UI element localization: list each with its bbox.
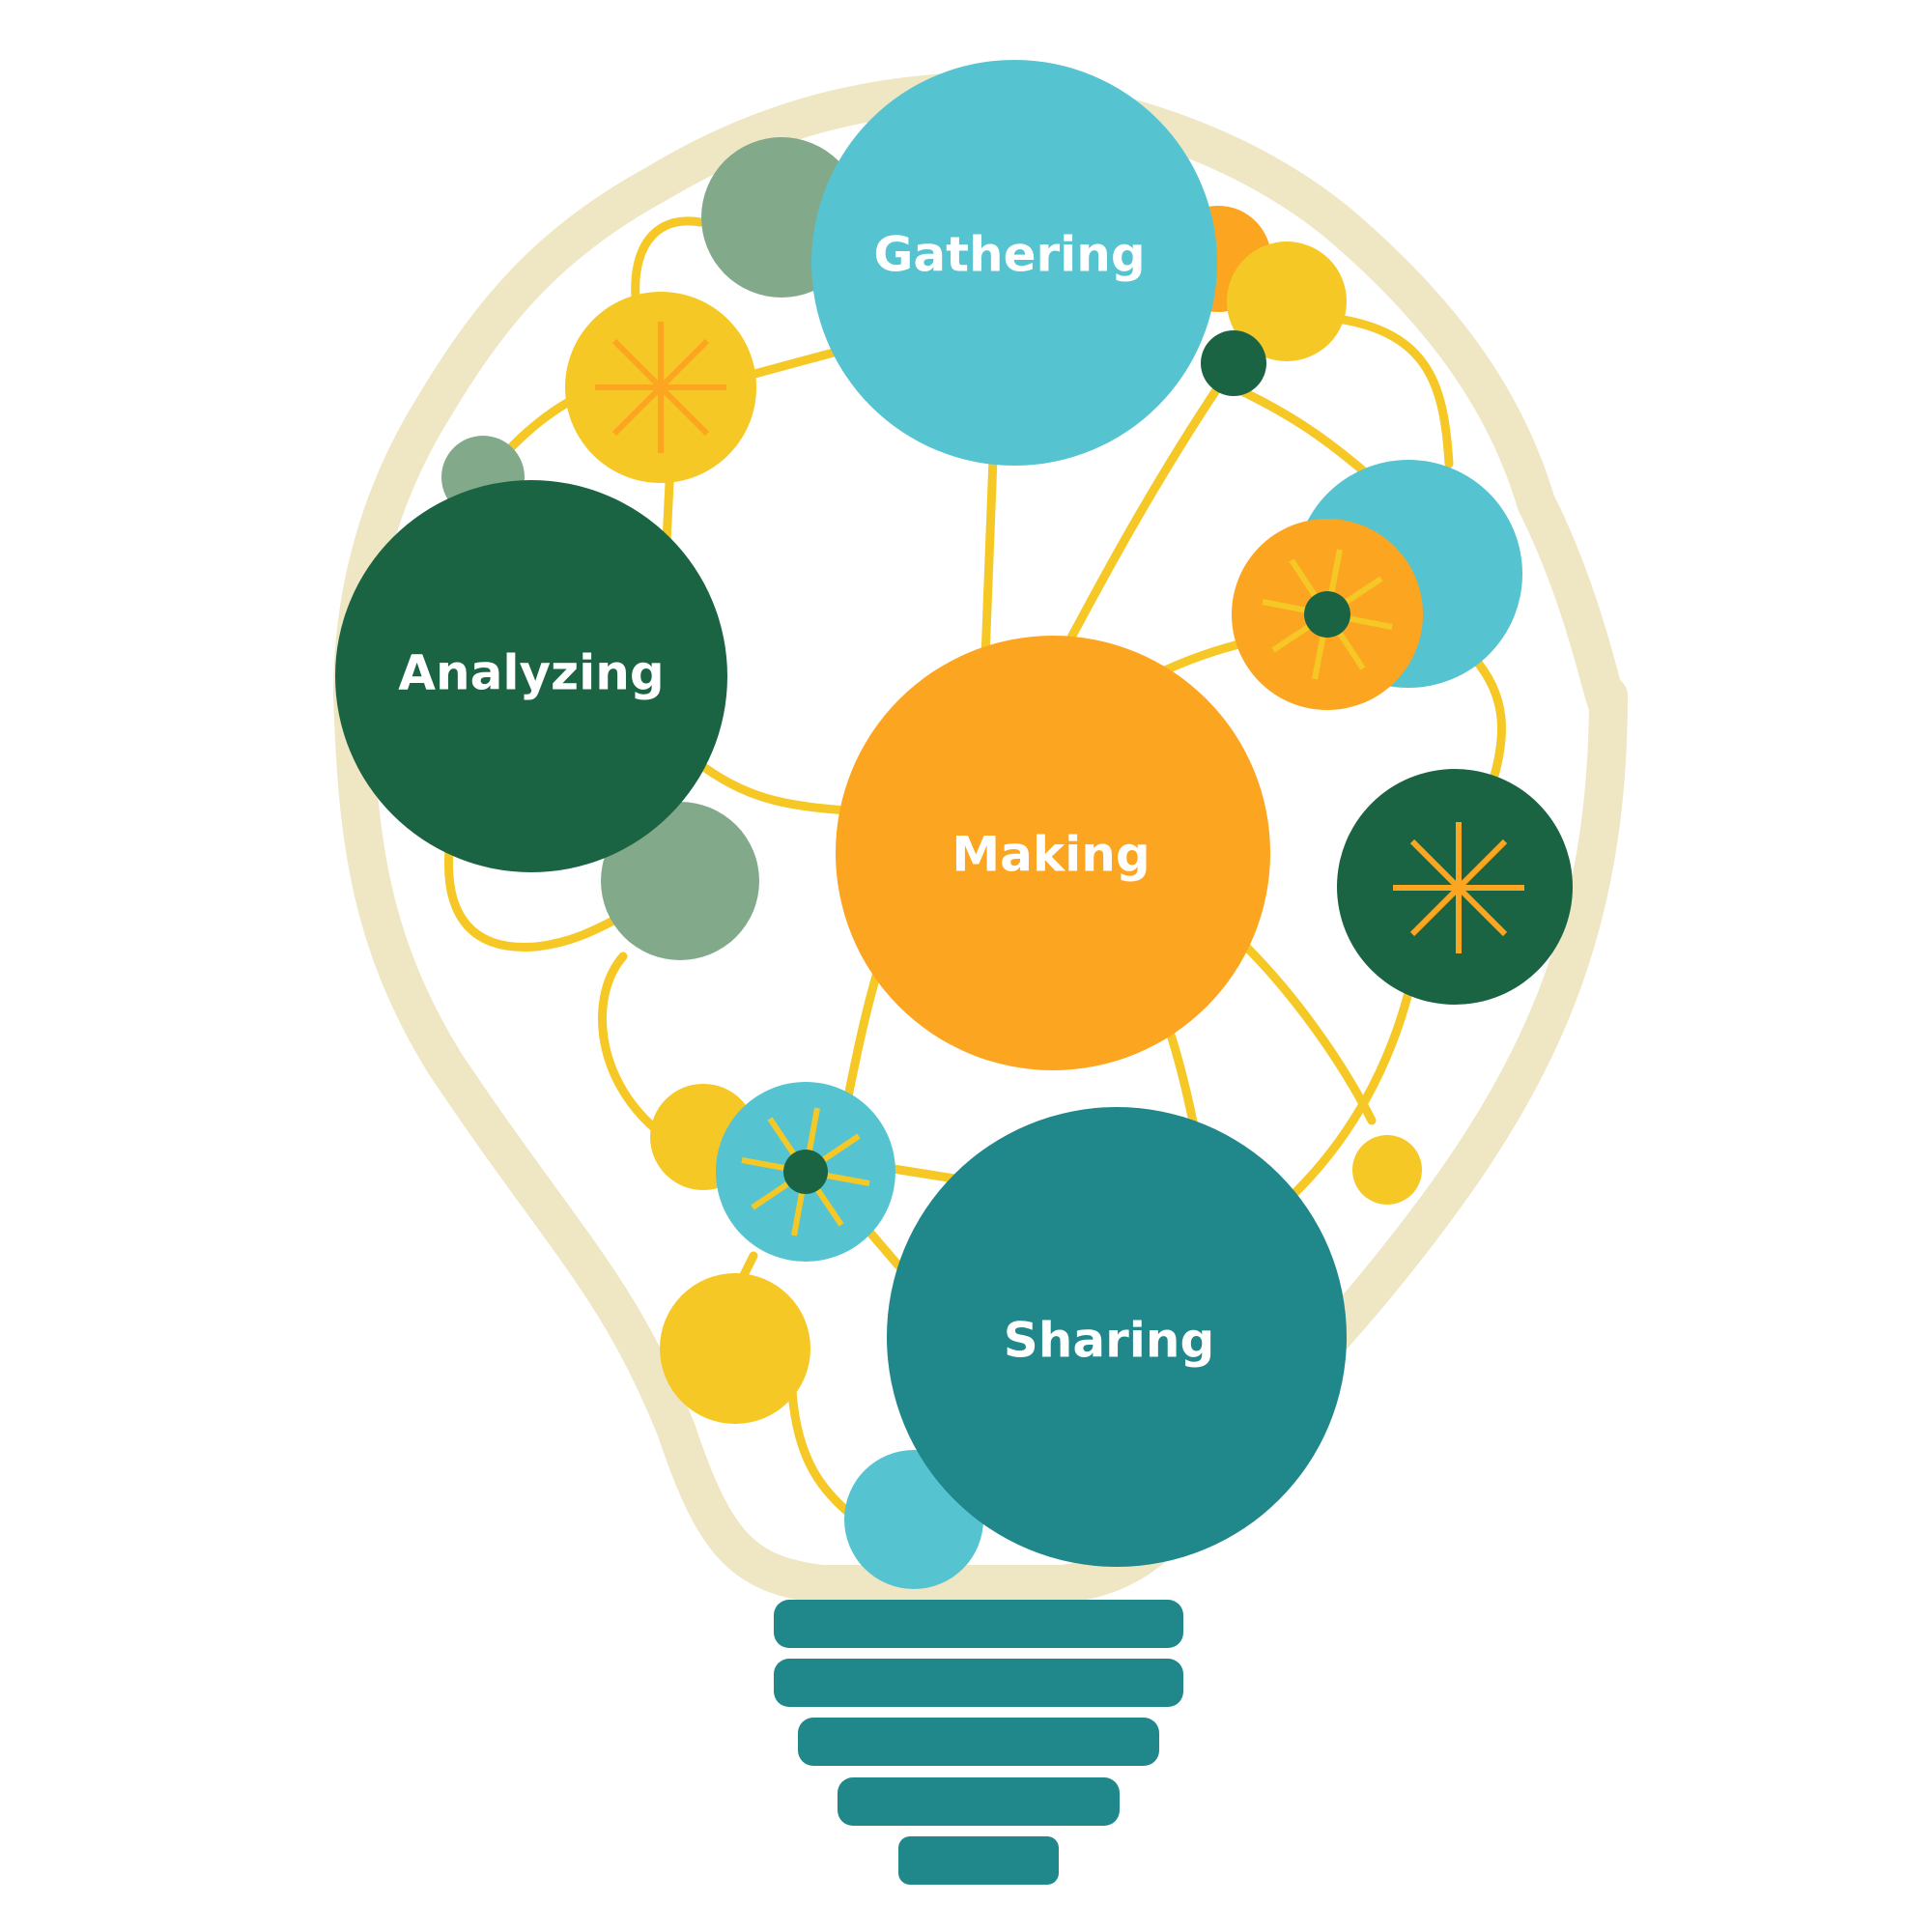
making-circle xyxy=(836,636,1270,1070)
bulb-base-bar xyxy=(798,1718,1159,1766)
sharing-label: Sharing xyxy=(1004,1313,1215,1369)
sharing-node: Sharing xyxy=(887,1107,1347,1567)
bulb-base-bar xyxy=(774,1600,1183,1648)
orange-sparkle-circle xyxy=(1232,519,1423,710)
yellow-circle xyxy=(1352,1135,1422,1205)
making-node: Making xyxy=(836,636,1270,1070)
sage-circle xyxy=(601,802,759,960)
dark-green-dot xyxy=(783,1150,828,1194)
making-label: Making xyxy=(952,827,1150,883)
analyzing-node: Analyzing xyxy=(335,480,727,872)
dark-green-dot xyxy=(1304,591,1350,638)
connector-line xyxy=(631,216,705,302)
bulb-base-bar xyxy=(898,1836,1059,1885)
connector-line xyxy=(1280,980,1415,1208)
dark-green-dot xyxy=(1201,330,1266,396)
yellow-circle xyxy=(1227,242,1347,361)
asterisk-icon xyxy=(595,322,726,453)
connector-line xyxy=(1333,314,1454,469)
yellow-circle xyxy=(660,1273,810,1424)
connector-line xyxy=(700,763,865,816)
bulb-base-bar xyxy=(774,1659,1183,1707)
connector-line xyxy=(597,952,662,1135)
connector-line xyxy=(1468,652,1507,787)
bulb-base-bar xyxy=(838,1777,1120,1826)
connector-line xyxy=(1227,382,1377,483)
yellow-asterisk-circle xyxy=(565,292,756,483)
gathering-circle xyxy=(811,60,1217,466)
connector-line xyxy=(1241,942,1377,1125)
gathering-label: Gathering xyxy=(873,227,1145,283)
sharing-circle xyxy=(887,1107,1347,1567)
connector-line xyxy=(980,454,998,662)
connector-line xyxy=(443,845,642,952)
asterisk-icon xyxy=(1393,822,1524,953)
analyzing-label: Analyzing xyxy=(398,645,664,701)
light-blue-sparkle-circle xyxy=(716,1082,895,1262)
bulb-outline xyxy=(333,72,1628,1604)
analyzing-circle xyxy=(335,480,727,872)
gathering-node: Gathering xyxy=(811,60,1217,466)
connector-line xyxy=(865,1227,903,1270)
bulb-base xyxy=(774,1600,1183,1885)
dark-green-asterisk-circle xyxy=(1337,769,1573,1005)
